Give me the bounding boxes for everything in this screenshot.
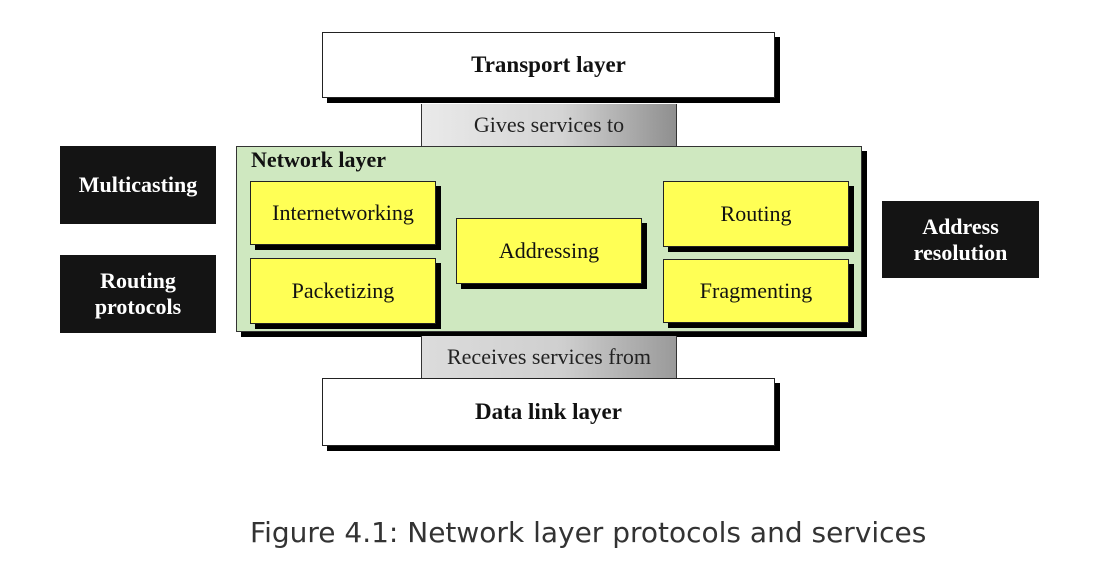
- packetizing-label: Packetizing: [291, 278, 395, 303]
- address-resolution-label-line2: resolution: [913, 239, 1008, 265]
- internetworking-box: Internetworking: [250, 181, 436, 245]
- addressing-box: Addressing: [456, 218, 642, 284]
- gives-services-connector: Gives services to: [421, 104, 677, 146]
- routing-label: Routing: [720, 201, 792, 226]
- data-link-layer-box: Data link layer: [322, 378, 775, 446]
- figure-caption: Figure 4.1: Network layer protocols and …: [250, 516, 927, 549]
- multicasting-label: Multicasting: [78, 172, 198, 197]
- internetworking-label: Internetworking: [272, 200, 414, 225]
- receives-services-label: Receives services from: [446, 344, 652, 369]
- routing-protocols-label-line1: Routing: [100, 268, 176, 293]
- routing-protocols-label-line2: protocols: [94, 294, 182, 319]
- receives-services-connector: Receives services from: [421, 336, 677, 378]
- fragmenting-box: Fragmenting: [663, 259, 849, 323]
- fragmenting-label: Fragmenting: [699, 278, 813, 303]
- gives-services-label: Gives services to: [473, 112, 625, 137]
- multicasting-box: Multicasting: [60, 146, 216, 224]
- network-layer-title: Network layer: [251, 147, 387, 172]
- transport-layer-box: Transport layer: [322, 32, 775, 98]
- address-resolution-box: Address resolution: [882, 201, 1039, 278]
- routing-protocols-box: Routing protocols: [60, 255, 216, 333]
- transport-layer-label: Transport layer: [471, 52, 626, 77]
- routing-box: Routing: [663, 181, 849, 247]
- packetizing-box: Packetizing: [250, 258, 436, 324]
- data-link-layer-label: Data link layer: [475, 399, 622, 424]
- addressing-label: Addressing: [498, 238, 600, 263]
- address-resolution-label-line1: Address: [922, 213, 999, 239]
